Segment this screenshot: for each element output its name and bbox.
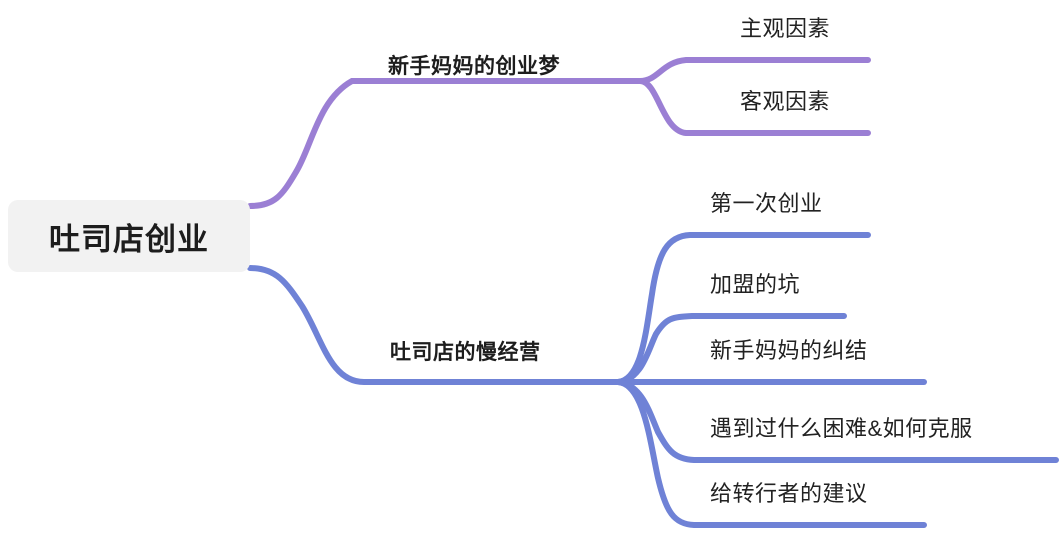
root-node[interactable]: 吐司店创业 (8, 200, 250, 272)
branch-label-1[interactable]: 新手妈妈的创业梦 (388, 55, 560, 78)
root-node-label: 吐司店创业 (49, 221, 209, 257)
child-label-difficulties-and-solutions[interactable]: 遇到过什么困难&如何克服 (710, 416, 973, 441)
edge-branch1-child1 (637, 57, 871, 84)
edge-root-to-branch2 (247, 265, 621, 385)
child-label-subjective-factors[interactable]: 主观因素 (740, 16, 831, 41)
child-label-objective-factors[interactable]: 客观因素 (740, 89, 831, 114)
child-label-new-mom-dilemma[interactable]: 新手妈妈的纠结 (710, 338, 868, 363)
child-label-franchise-pitfalls[interactable]: 加盟的坑 (710, 272, 801, 297)
child-label-advice-for-career-changers[interactable]: 给转行者的建议 (710, 481, 868, 506)
child-label-first-startup[interactable]: 第一次创业 (710, 191, 823, 216)
branch-label-2[interactable]: 吐司店的慢经营 (390, 341, 541, 364)
edge-root-to-branch1 (247, 78, 643, 209)
